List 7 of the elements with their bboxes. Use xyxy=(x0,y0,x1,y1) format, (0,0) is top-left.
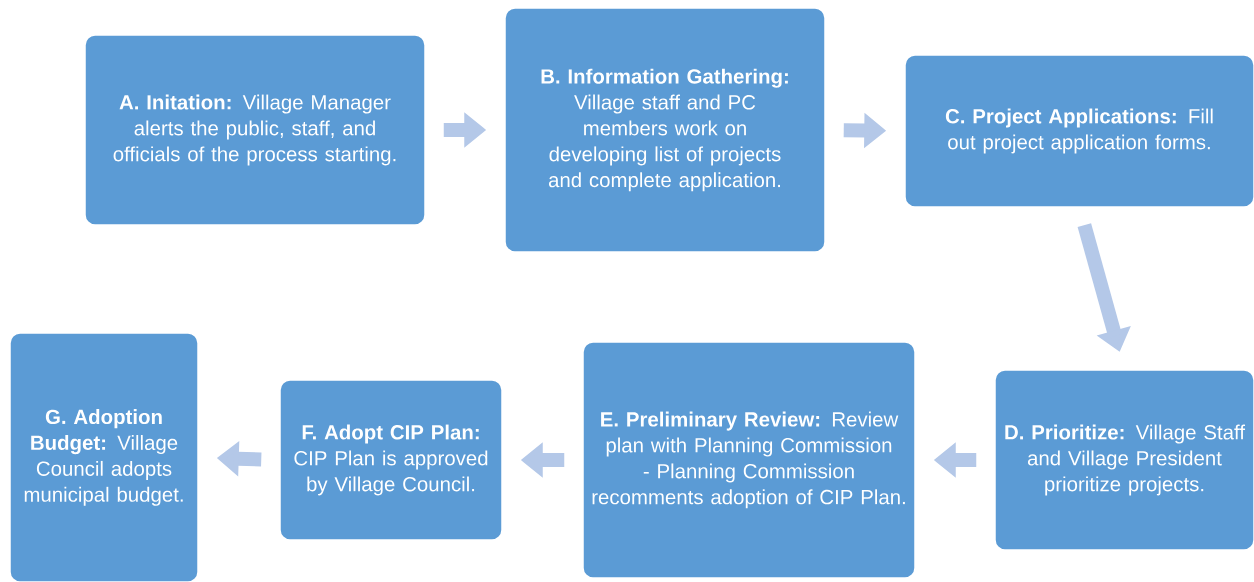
process-box: B. Information Gathering: Village staff and PC members work on developing list of projects and complete application. xyxy=(504,7,826,253)
process-box: F. Adopt CIP Plan: CIP Plan is approved by Village Council. xyxy=(279,379,503,541)
process-box: E. Preliminary Review: Review plan with Planning Commission - Planning Commission recomments adoption of CIP Plan. xyxy=(582,341,916,579)
process-box: G. Adoption Budget: Village Council adopts municipal budget. xyxy=(9,332,199,582)
process-box: A. Initation: Village Manager alerts the public, staff, and officials of the process starting. xyxy=(84,34,426,226)
process-box: D. Prioritize: Village Staff and Village President prioritize projects. xyxy=(994,369,1254,551)
process-box: C. Project Applications: Fill out project application forms. xyxy=(904,54,1254,208)
